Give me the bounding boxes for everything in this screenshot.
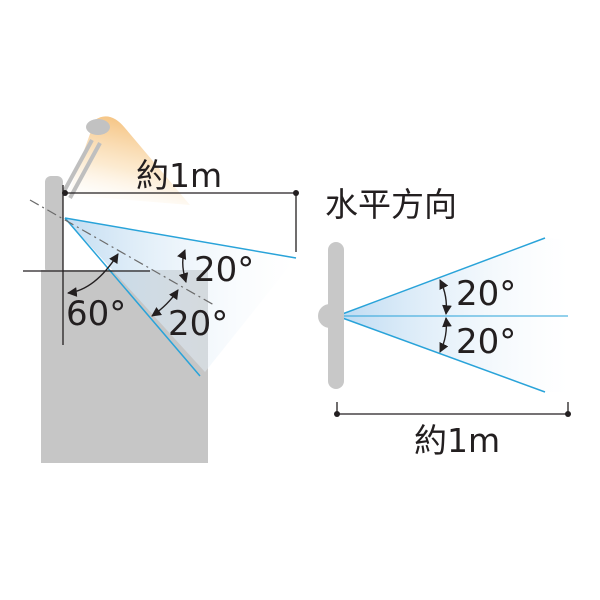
horizontal-angle-arc-lower [439, 317, 452, 353]
mount-post [45, 176, 63, 274]
horizontal-angle-upper: 20° [456, 274, 516, 314]
beam-center-line [29, 199, 215, 306]
beam-upper-edge [64, 217, 297, 259]
side-angle-lower: 20° [168, 304, 228, 344]
horizontal-distance-endpoint-left [334, 411, 340, 417]
angle-arc-tilt [67, 253, 119, 297]
side-angle-tilt: 60° [66, 294, 126, 334]
beam-area [65, 218, 296, 372]
horizontal-distance-label: 約1m [414, 421, 500, 460]
horizontal-distance-endpoint-right [565, 411, 571, 417]
fixture-icon [318, 242, 344, 389]
beam-lower-edge [64, 217, 201, 377]
lamp-icon [60, 119, 110, 199]
horizontal-title: 水平方向 [325, 185, 457, 224]
lamp-glow [68, 116, 190, 205]
side-angle-upper: 20° [194, 250, 254, 290]
angle-arc-lower [151, 289, 179, 317]
distance-endpoint-right [293, 190, 299, 196]
distance-endpoint-left [62, 190, 68, 196]
horizontal-beam-upper-edge [336, 237, 546, 317]
horizontal-angle-lower: 20° [456, 322, 516, 362]
side-view: 約1m 20° 20° 60° [23, 116, 299, 463]
horizontal-beam-area [337, 238, 568, 392]
angle-arc-upper [177, 249, 189, 283]
horizontal-angle-arc-upper [439, 279, 452, 315]
horizontal-view: 水平方向 20° 20° 約1m [318, 185, 571, 460]
side-distance-label: 約1m [136, 156, 222, 195]
horizontal-beam-lower-edge [336, 315, 546, 393]
